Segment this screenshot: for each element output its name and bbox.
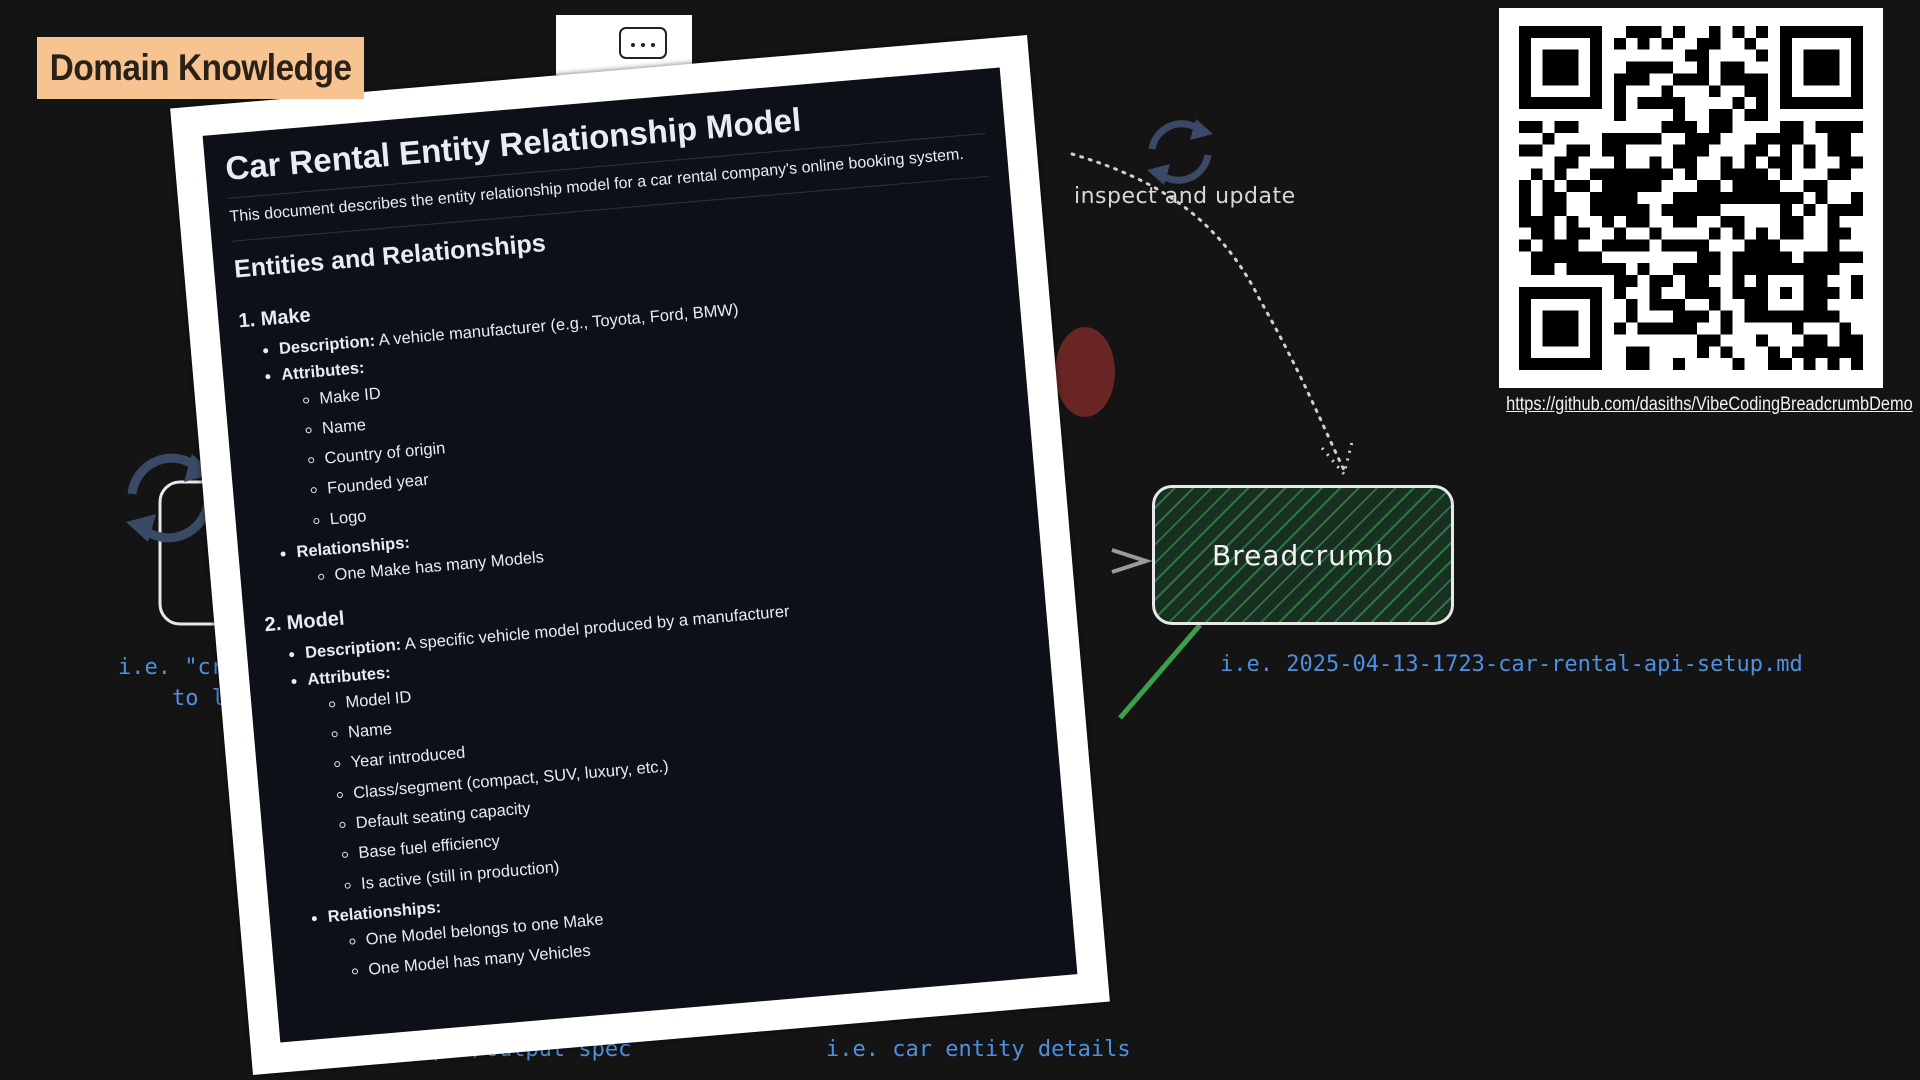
description-label: Description: bbox=[304, 636, 402, 663]
qr-code-icon bbox=[1519, 26, 1863, 370]
green-connector bbox=[1118, 623, 1202, 720]
breadcrumb-label: Breadcrumb bbox=[1212, 538, 1394, 572]
chat-icon bbox=[619, 27, 667, 59]
diagram-node-red bbox=[1055, 327, 1115, 417]
document-screenshot: Car Rental Entity Relationship Model Thi… bbox=[170, 35, 1110, 1075]
repo-link[interactable]: https://github.com/dasiths/VibeCodingBre… bbox=[1506, 394, 1913, 415]
slide-title: Domain Knowledge bbox=[49, 47, 352, 88]
attributes-label: Attributes: bbox=[280, 359, 366, 385]
slide-title-badge: Domain Knowledge bbox=[37, 37, 364, 99]
arrowhead bbox=[1320, 441, 1354, 478]
entity-make: 1. Make Description: A vehicle manufactu… bbox=[238, 246, 1019, 593]
bottom-note-right: i.e. car entity details bbox=[826, 1037, 1131, 1062]
relationships-label: Relationships: bbox=[295, 533, 411, 562]
description-label: Description: bbox=[278, 331, 376, 359]
dotted-arrow bbox=[1070, 152, 1346, 472]
breadcrumb-example-note: i.e. 2025-04-13-1723-car-rental-api-setu… bbox=[1220, 652, 1803, 677]
entity-details: Description: A specific vehicle model pr… bbox=[266, 581, 1053, 988]
relationships-label: Relationships: bbox=[326, 898, 442, 926]
inspect-update-note: inspect and update bbox=[1074, 184, 1296, 209]
attributes-label: Attributes: bbox=[306, 663, 392, 689]
breadcrumb-node: Breadcrumb bbox=[1152, 485, 1454, 625]
qr-code[interactable] bbox=[1499, 8, 1883, 388]
entity-model: 2. Model Description: A specific vehicle… bbox=[264, 550, 1053, 988]
arrowhead bbox=[1111, 548, 1153, 574]
cycle-icon bbox=[1147, 119, 1213, 185]
entity-details: Description: A vehicle manufacturer (e.g… bbox=[240, 276, 1019, 592]
document-content: Car Rental Entity Relationship Model Thi… bbox=[202, 67, 1078, 1043]
